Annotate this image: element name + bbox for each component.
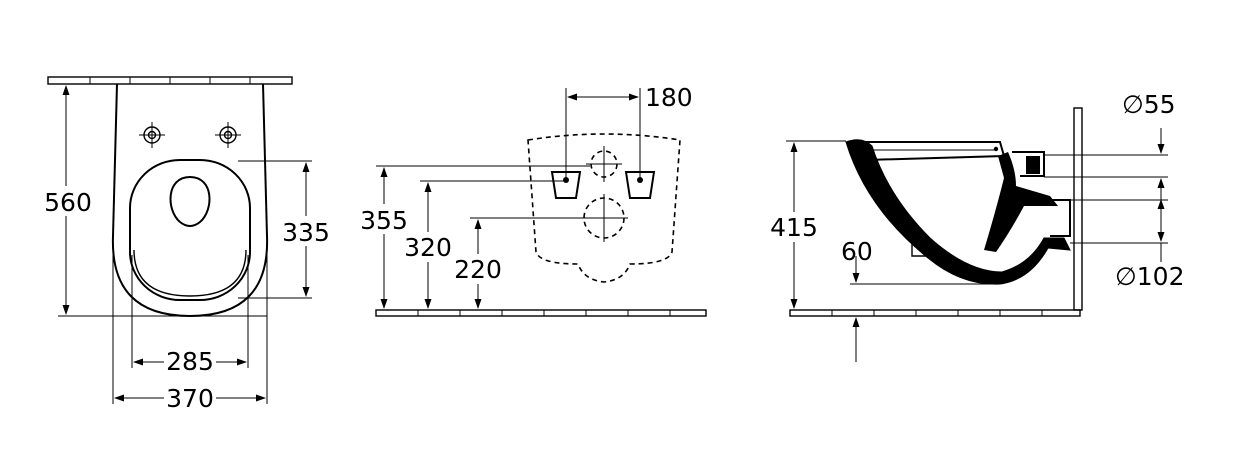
side-view: 415 60 ∅55 ∅102 xyxy=(770,90,1185,362)
side-floor-line xyxy=(789,309,1081,317)
side-wall xyxy=(1073,107,1083,311)
dim-pipe-102: ∅102 xyxy=(1115,262,1185,291)
floor-line xyxy=(375,309,707,317)
dim-height-355: 355 xyxy=(360,206,408,235)
seat-inner xyxy=(133,249,247,297)
bolt-plate-right xyxy=(624,171,656,199)
front-view: 560 335 285 370 xyxy=(44,76,332,413)
bowl-silhouette-dashed xyxy=(527,133,681,283)
wall-plan-view: 180 355 320 220 xyxy=(360,83,707,317)
dim-width-370: 370 xyxy=(166,384,214,413)
seat-opening xyxy=(169,175,211,227)
bowl-section xyxy=(845,139,1071,285)
dim-height-220: 220 xyxy=(454,255,502,284)
dim-width-285: 285 xyxy=(166,347,214,376)
dim-height-560: 560 xyxy=(44,188,92,217)
dim-seat-335: 335 xyxy=(282,218,330,247)
dim-pipe-55: ∅55 xyxy=(1122,90,1176,119)
mounting-bolt-right xyxy=(215,122,241,148)
dim-height-415: 415 xyxy=(770,213,818,242)
dim-gap-60: 60 xyxy=(841,237,873,266)
dim-height-320: 320 xyxy=(404,233,452,262)
bowl-inner-shell xyxy=(984,152,1058,252)
mounting-bolt-left xyxy=(139,122,165,148)
bowl-outline xyxy=(111,83,269,318)
bolt-plate-left xyxy=(550,171,582,199)
dim-spacing-180: 180 xyxy=(645,83,693,112)
seat-outline xyxy=(129,159,251,301)
